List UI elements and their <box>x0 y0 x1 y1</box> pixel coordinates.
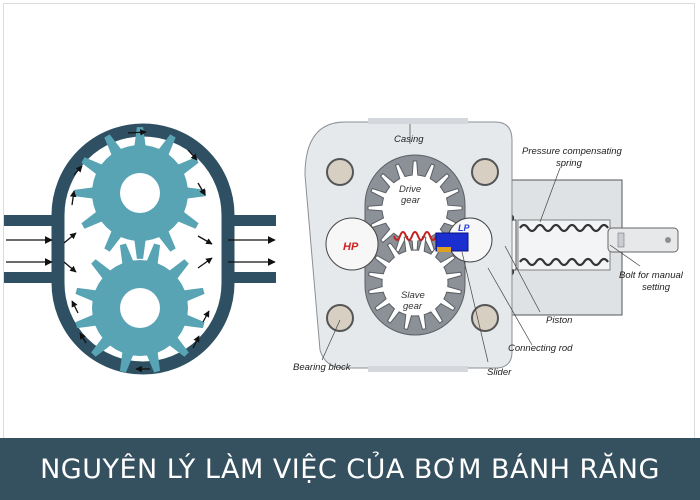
circulation-arrows <box>69 129 210 373</box>
label-bolt-1: Bolt for manual <box>619 270 684 281</box>
gear-pump-schematic <box>4 123 276 375</box>
manual-bolt <box>607 227 679 253</box>
label-drive-gear-1: Drive <box>399 184 421 195</box>
label-connecting-rod: Connecting rod <box>508 343 573 354</box>
compensated-pump-diagram: Casing Drive gear Slave gear HP LP Press… <box>293 118 684 378</box>
banner-title: NGUYÊN LÝ LÀM VIỆC CỦA BƠM BÁNH RĂNG <box>40 453 660 485</box>
label-slave-gear-1: Slave <box>401 290 425 301</box>
label-spring-1: Pressure compensating <box>522 146 623 157</box>
casing-bolts <box>326 158 499 332</box>
inlet-pipe-wall-top <box>4 215 54 226</box>
label-slider: Slider <box>487 367 512 378</box>
top-gear-hole <box>120 173 160 213</box>
label-piston: Piston <box>546 315 572 326</box>
label-bearing-block: Bearing block <box>293 362 352 373</box>
outlet-flow-arrows <box>197 235 276 269</box>
wave-spring <box>393 231 437 241</box>
title-banner: NGUYÊN LÝ LÀM VIỆC CỦA BƠM BÁNH RĂNG <box>0 438 700 500</box>
label-slave-gear-2: gear <box>403 301 423 312</box>
spring-chamber <box>517 219 611 271</box>
inlet-flow-arrows <box>6 232 77 273</box>
label-drive-gear-2: gear <box>401 195 421 206</box>
outlet-pipe-wall-bottom <box>228 272 276 283</box>
outlet-pipe-wall-top <box>228 215 276 226</box>
bottom-gear-hole <box>120 288 160 328</box>
bearing-block-hp <box>325 217 379 271</box>
slider <box>435 232 469 252</box>
label-spring-2: spring <box>556 158 583 169</box>
label-hp: HP <box>343 241 359 253</box>
compensating-spring <box>519 223 609 267</box>
label-bolt-2: setting <box>642 282 671 293</box>
label-casing: Casing <box>394 134 424 145</box>
leader-lines <box>321 124 641 363</box>
inlet-pipe-wall-bottom <box>4 272 54 283</box>
label-lp: LP <box>458 223 470 233</box>
diagram-canvas: Casing Drive gear Slave gear HP LP Press… <box>4 118 684 378</box>
